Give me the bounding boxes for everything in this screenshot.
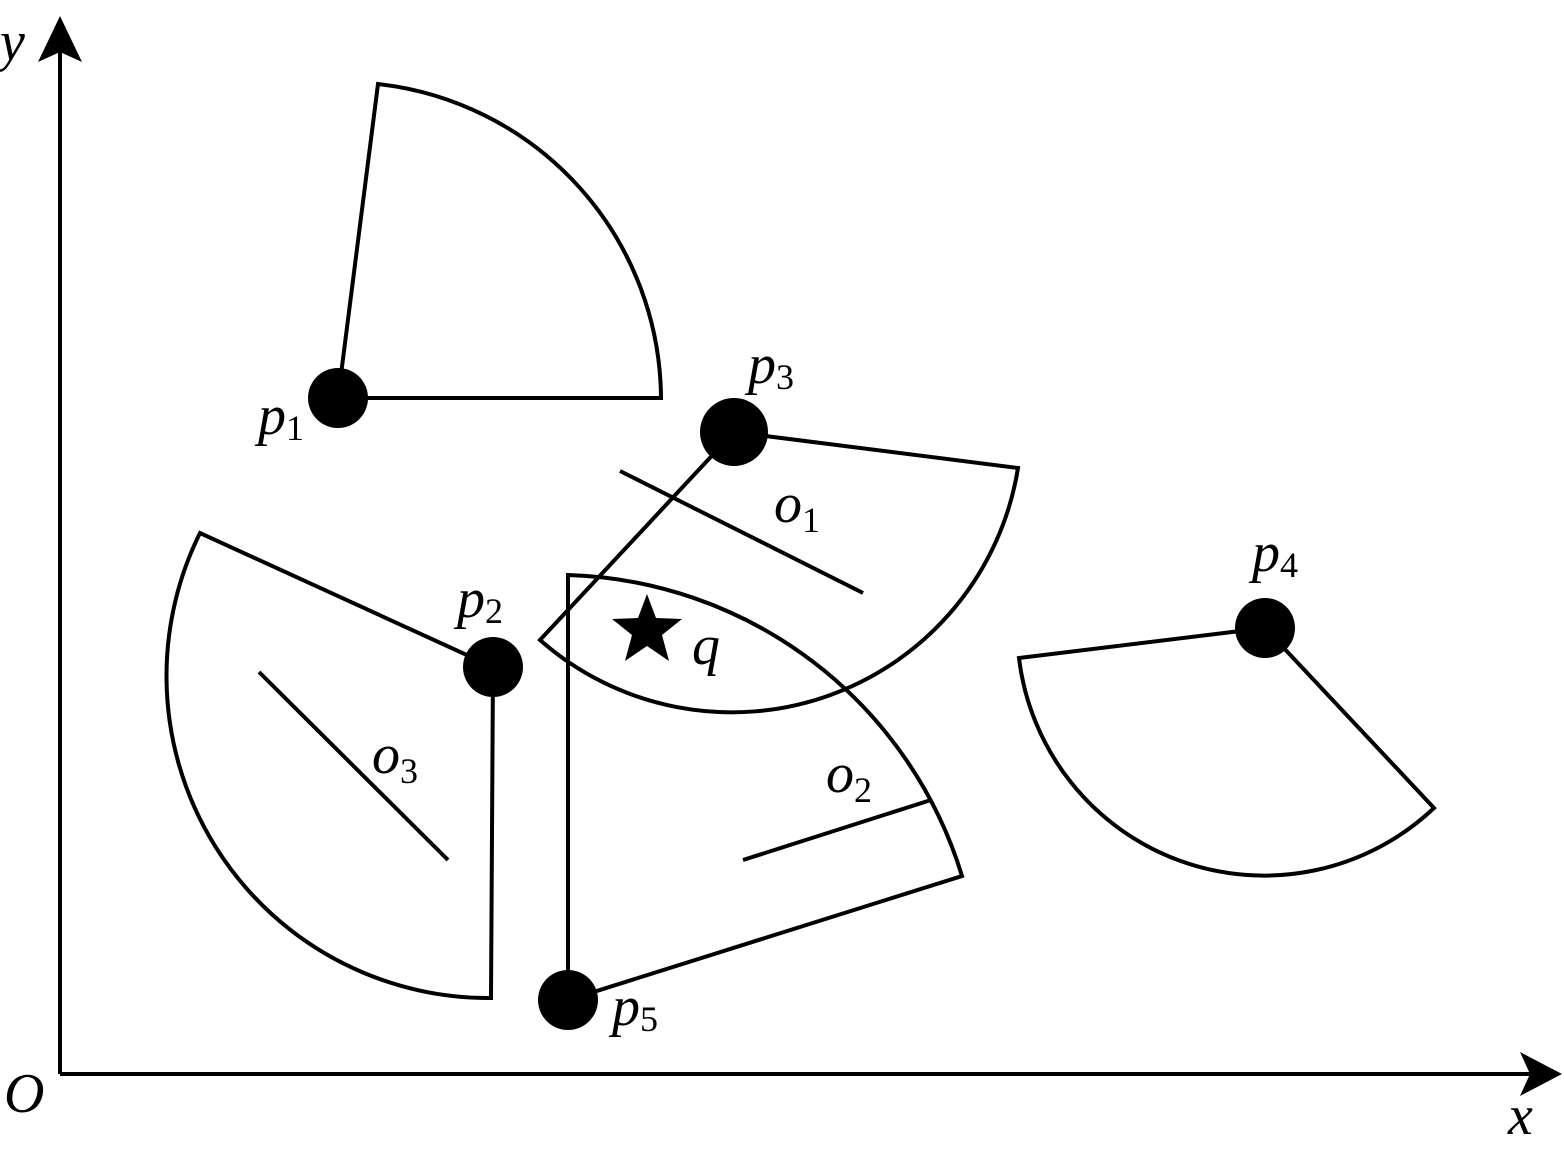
sectors (164, 81, 1437, 1003)
sector-p3 (537, 429, 1021, 715)
point-p3 (700, 398, 768, 466)
label-o2: o2 (826, 743, 872, 810)
sector-p4 (1016, 625, 1437, 878)
obstacles (257, 469, 932, 862)
point-p2 (463, 637, 523, 697)
label-p4: p4 (1248, 522, 1298, 585)
point-p4 (1235, 598, 1295, 658)
label-p2: p2 (453, 568, 503, 631)
obstacle-o2-segment (742, 798, 932, 862)
y-axis-label: y (0, 11, 25, 73)
points (308, 368, 1295, 1030)
y-axis-arrow-icon (38, 16, 82, 62)
sector-p1 (335, 81, 664, 400)
label-p3: p3 (744, 334, 794, 397)
label-p1: p1 (254, 385, 304, 448)
sector-p2 (164, 530, 496, 1001)
label-o3: o3 (372, 724, 418, 791)
axes: O x y (0, 11, 1562, 1147)
sector-p5 (566, 572, 965, 1003)
labels: p1 p2 p3 p4 p5 o1 o2 o3 q (254, 334, 1298, 1039)
label-p5: p5 (608, 976, 658, 1039)
query-star-icon (612, 594, 682, 661)
origin-label: O (4, 1063, 44, 1125)
obstacle-o3-segment (257, 670, 450, 862)
label-o1: o1 (774, 473, 820, 540)
point-p1 (308, 368, 368, 428)
point-p5 (538, 970, 598, 1030)
x-axis-arrow-icon (1520, 1052, 1562, 1096)
obstacle-o1-segment (619, 469, 864, 595)
label-q: q (692, 615, 720, 677)
x-axis-label: x (1507, 1085, 1533, 1147)
